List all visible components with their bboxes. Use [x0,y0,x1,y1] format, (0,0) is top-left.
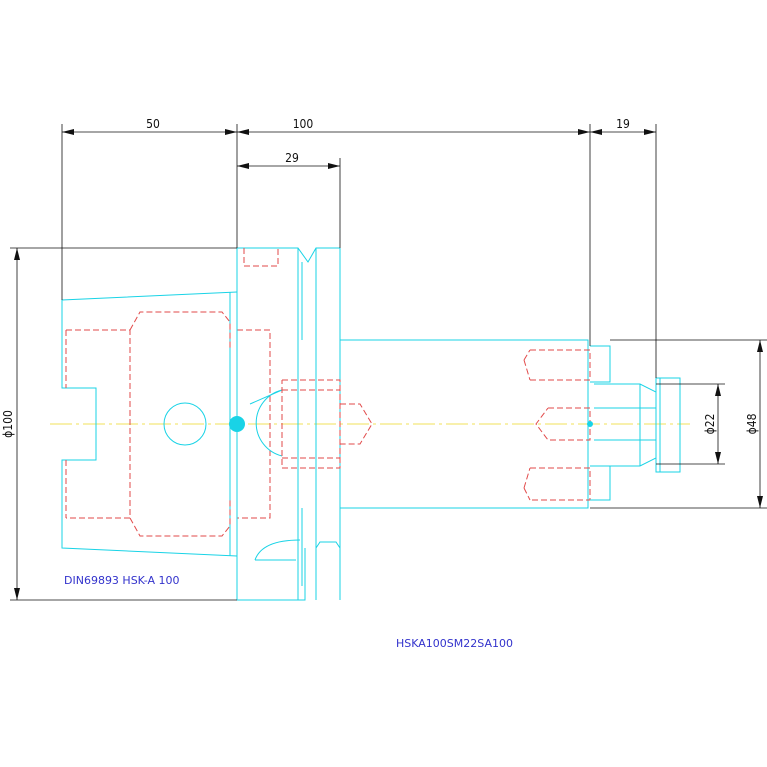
dimension-arrowheads [14,129,763,600]
body-hidden-lines [523,349,591,501]
gauge-point-marker [229,416,245,432]
dim-phi100-label: ϕ100 [1,410,15,438]
drive-hole-circle [163,402,207,446]
dim-phi48-label: ϕ48 [745,413,759,434]
dim-19-label: 19 [616,117,630,131]
dim-phi22-label: ϕ22 [703,414,717,435]
dim-29-label: 29 [285,151,299,165]
dim-100-label: 100 [293,117,314,131]
dimension-lines [10,124,767,601]
part-number-label: HSKA100SM22SA100 [396,637,513,650]
tool-tip-marker [587,421,593,427]
dim-50-label: 50 [146,117,160,131]
standard-label: DIN69893 HSK-A 100 [64,574,180,587]
front-collet-outline [590,345,681,501]
hsk-shank-hidden-lines [65,311,271,537]
flange-hidden-lines [243,248,373,469]
